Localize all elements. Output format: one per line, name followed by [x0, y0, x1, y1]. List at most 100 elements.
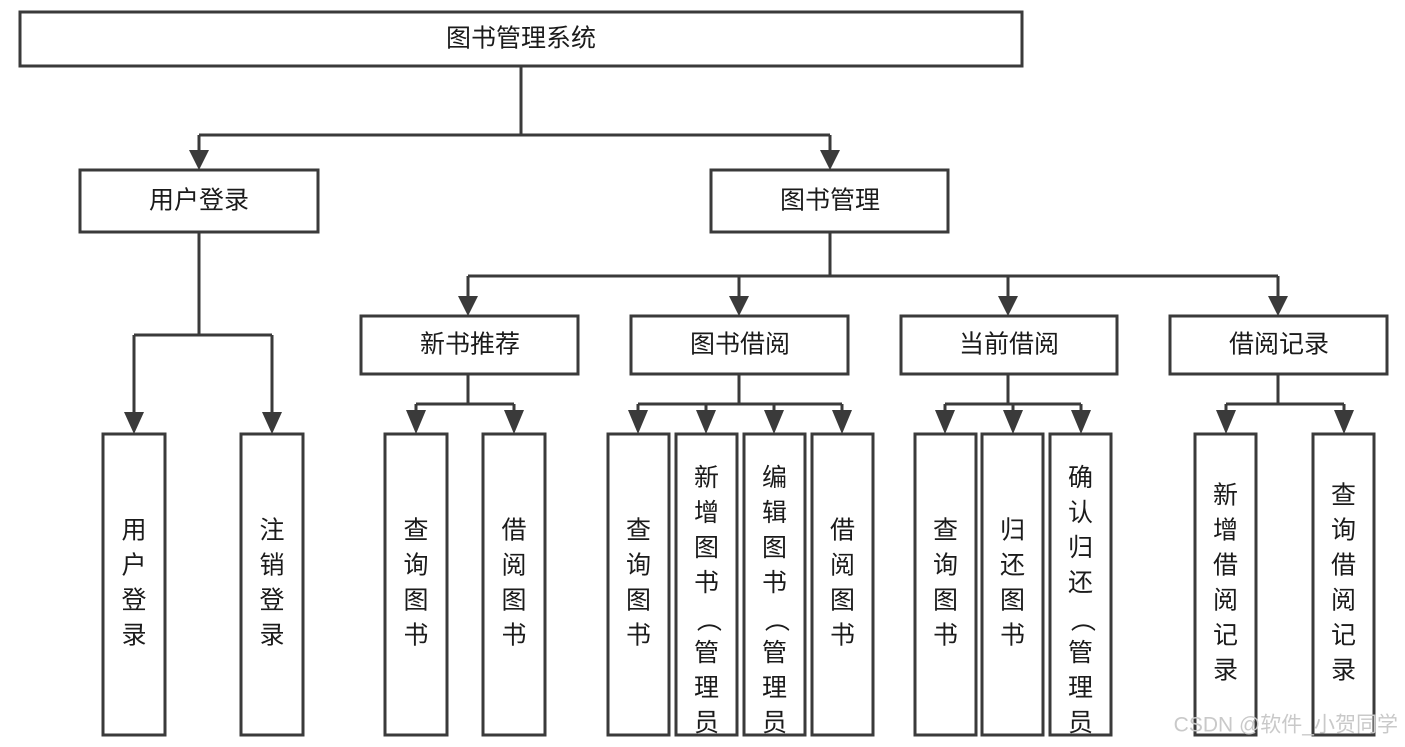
- leaf-label-char: 书: [933, 622, 958, 650]
- leaf-label-char: 书: [403, 622, 428, 650]
- leaf-query-book-1-box[interactable]: [383, 432, 449, 737]
- leaf-label-char: 记: [1213, 622, 1238, 650]
- current-borrow-label: 当前借阅: [959, 331, 1059, 359]
- leaf-label-char: 查: [1331, 482, 1356, 510]
- leaf-borrow-book-1-box[interactable]: [481, 432, 547, 737]
- leaf-return-book-box[interactable]: [980, 432, 1045, 737]
- borrow-record-label: 借阅记录: [1229, 331, 1329, 359]
- leaf-query-book-3-box[interactable]: [913, 432, 978, 737]
- leaf-label-char: 图: [501, 587, 526, 615]
- leaf-label-char: 录: [1331, 657, 1356, 685]
- leaf-edit-book-box[interactable]: [742, 432, 807, 737]
- leaf-label-char: 户: [121, 552, 146, 580]
- leaf-label-char: 查: [403, 517, 428, 545]
- arrowhead-leaf-query-book-1: [406, 410, 426, 434]
- node-borrow-record[interactable]: 借阅记录: [1168, 314, 1389, 376]
- leaf-label-char: 询: [403, 552, 428, 580]
- leaf-user-logout-box[interactable]: [239, 432, 305, 737]
- arrowhead-current-borrow: [998, 296, 1018, 316]
- leaf-label-char: 询: [933, 552, 958, 580]
- node-new-book-rec[interactable]: 新书推荐: [359, 314, 580, 376]
- leaf-borrow-book-2-box[interactable]: [810, 432, 875, 737]
- leaf-label-char: 书: [762, 569, 787, 597]
- new-book-rec-box[interactable]: [359, 314, 580, 376]
- node-book-borrow[interactable]: 图书借阅: [629, 314, 850, 376]
- arrowhead-book-manage: [820, 150, 840, 170]
- node-root[interactable]: 图书管理系统: [18, 10, 1024, 68]
- arrowhead-leaf-query-book-3: [935, 410, 955, 434]
- leaf-node[interactable]: 用户登录: [101, 432, 167, 737]
- borrow-record-box[interactable]: [1168, 314, 1389, 376]
- leaf-label-char: 理: [694, 674, 719, 702]
- root-box[interactable]: [18, 10, 1024, 68]
- leaf-label-char: 询: [1331, 517, 1356, 545]
- leaf-label-char: 注: [259, 517, 284, 545]
- arrowhead-user-login: [189, 150, 209, 170]
- leaf-user-login-label: 用户登录: [121, 517, 146, 650]
- leaf-user-login-box[interactable]: [101, 432, 167, 737]
- node-current-borrow[interactable]: 当前借阅: [899, 314, 1119, 376]
- leaf-label-char: 阅: [501, 552, 526, 580]
- leaf-label-char: 图: [762, 534, 787, 562]
- user-login-label: 用户登录: [149, 187, 249, 215]
- current-borrow-box[interactable]: [899, 314, 1119, 376]
- leaf-label-char: 查: [626, 517, 651, 545]
- leaf-query-record-box[interactable]: [1311, 432, 1376, 737]
- leaf-label-char: 增: [1213, 517, 1238, 545]
- leaf-label-char: 辑: [762, 499, 787, 527]
- leaf-query-book-2-box[interactable]: [606, 432, 671, 737]
- leaf-label-char: 管: [1068, 639, 1093, 667]
- leaf-label-char: 管: [762, 639, 787, 667]
- leaf-label-char: 图: [933, 587, 958, 615]
- book-borrow-box[interactable]: [629, 314, 850, 376]
- leaf-label-char: 借: [830, 517, 855, 545]
- leaf-label-char: （: [1068, 607, 1096, 632]
- leaf-label-char: 借: [1331, 552, 1356, 580]
- leaf-label-char: 编: [762, 464, 787, 492]
- leaf-label-char: 增: [694, 499, 719, 527]
- leaf-label-char: 还: [1000, 552, 1025, 580]
- leaf-label-char: 书: [1000, 622, 1025, 650]
- leaf-label-char: 登: [259, 587, 284, 615]
- leaf-add-record-box[interactable]: [1193, 432, 1258, 737]
- leaf-label-char: 阅: [830, 552, 855, 580]
- leaf-confirm-return-box[interactable]: [1048, 432, 1113, 737]
- leaf-label-char: 图: [694, 534, 719, 562]
- leaf-label-char: 理: [762, 674, 787, 702]
- leaf-label-char: 图: [1000, 587, 1025, 615]
- arrowhead-book-borrow: [729, 296, 749, 316]
- node-user-login[interactable]: 用户登录: [78, 168, 320, 234]
- leaf-add-book-box[interactable]: [674, 432, 739, 737]
- user-login-box[interactable]: [78, 168, 320, 234]
- leaf-label-char: 录: [259, 622, 284, 650]
- node-book-manage[interactable]: 图书管理: [709, 168, 950, 234]
- arrowhead-leaf-user-login: [124, 412, 144, 434]
- leaf-label-char: 书: [694, 569, 719, 597]
- arrowhead-leaf-query-book-2: [628, 410, 648, 434]
- leaf-label-char: 借: [501, 517, 526, 545]
- leaf-label-char: 书: [830, 622, 855, 650]
- leaf-label-char: 认: [1068, 499, 1093, 527]
- book-manage-box[interactable]: [709, 168, 950, 234]
- arrowhead-borrow-record: [1268, 296, 1288, 316]
- arrowhead-leaf-confirm-return: [1071, 410, 1091, 434]
- leaf-label-char: 图: [403, 587, 428, 615]
